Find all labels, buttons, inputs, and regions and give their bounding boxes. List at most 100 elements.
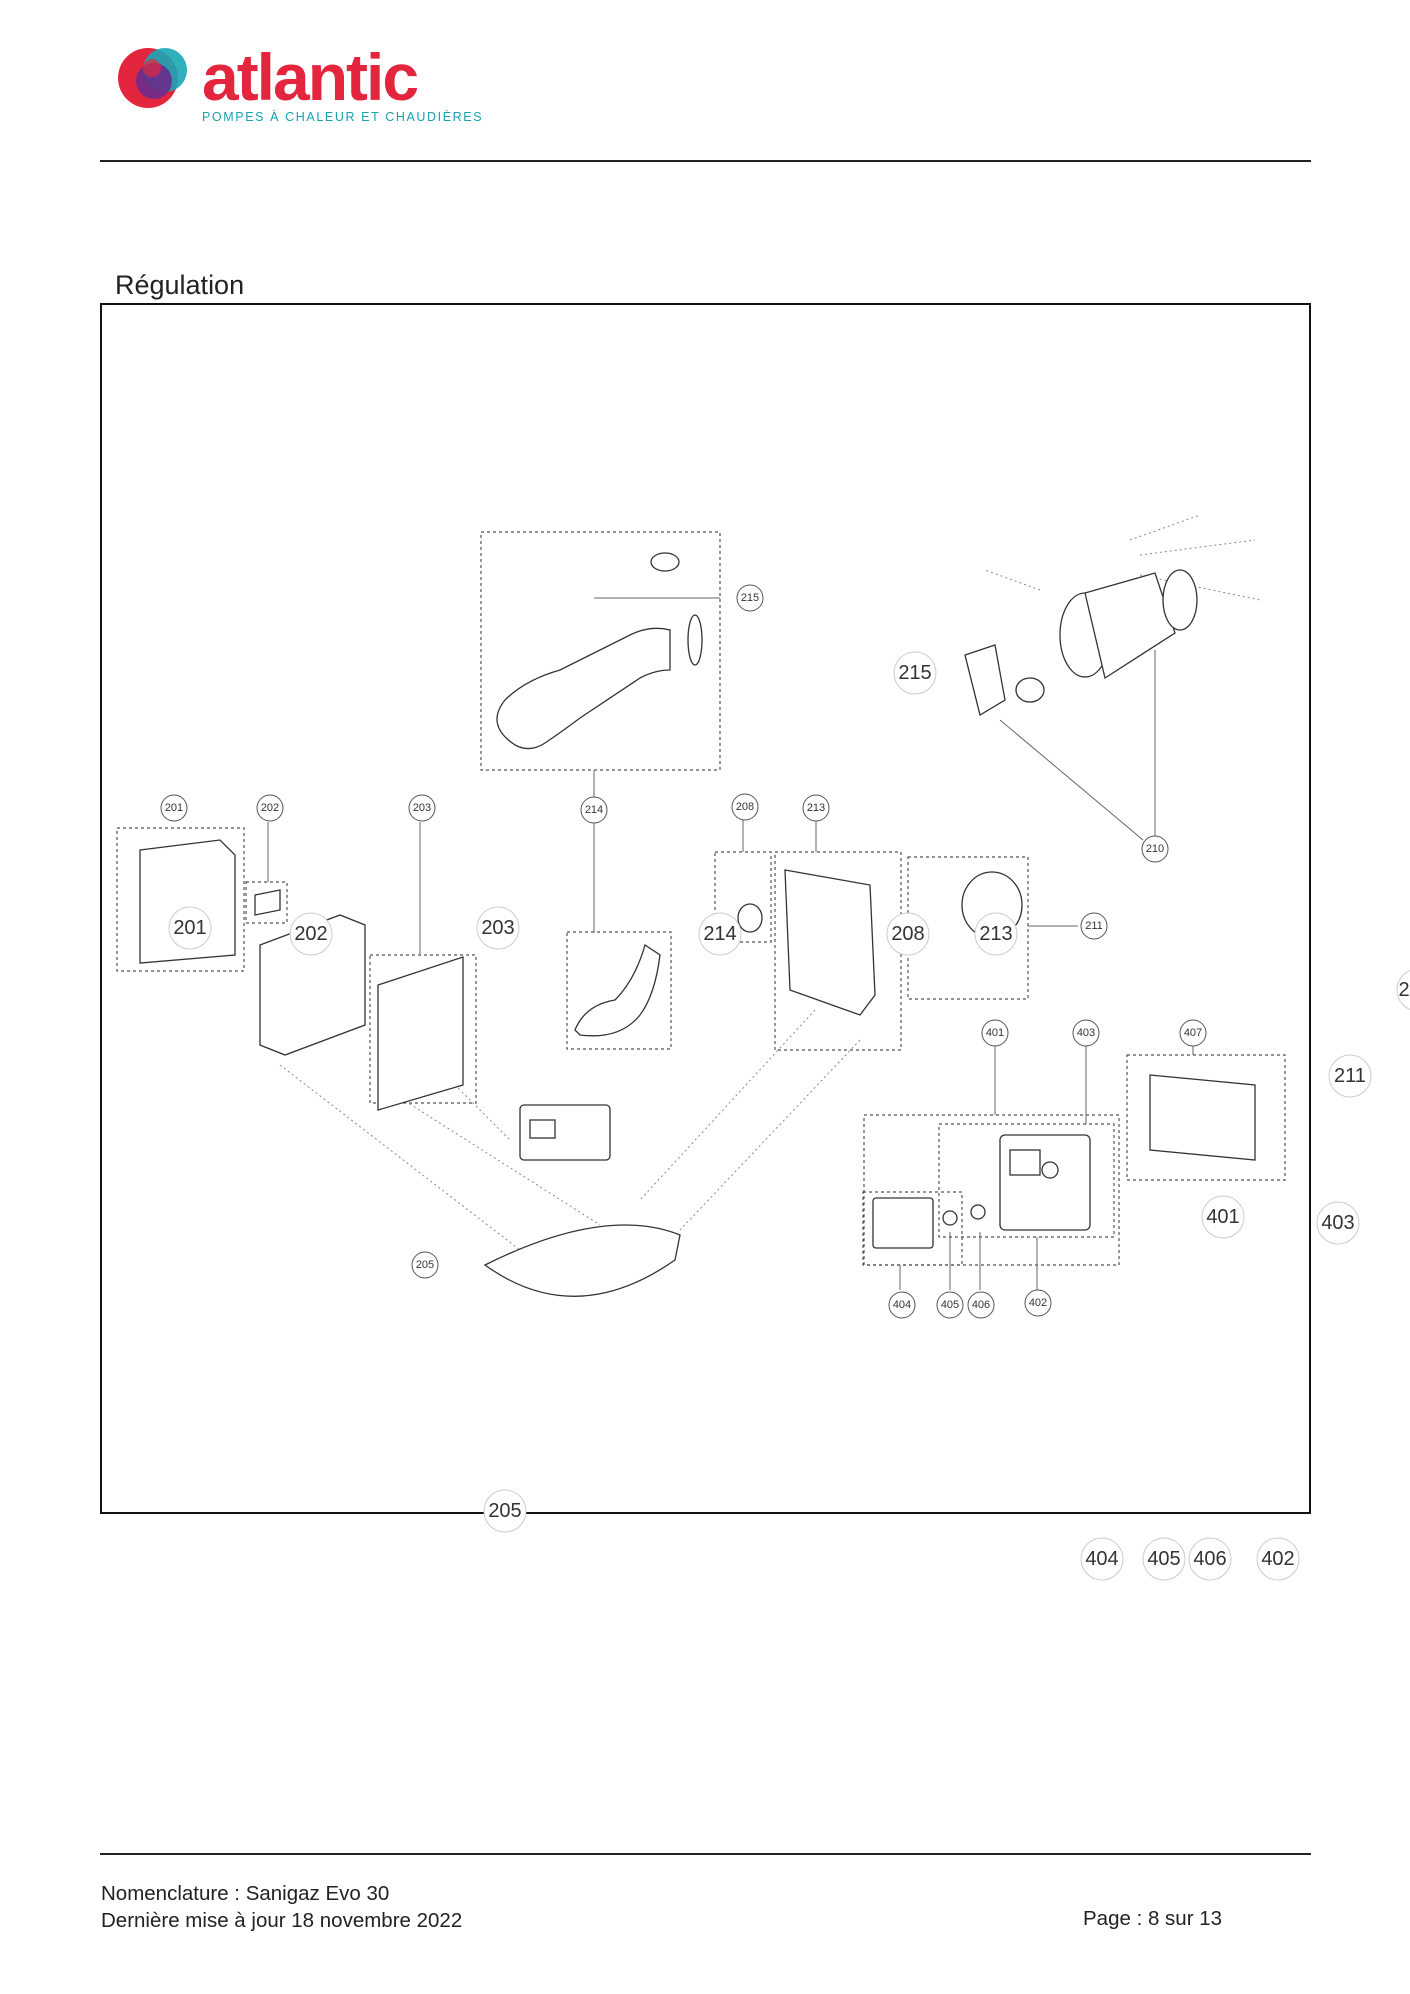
group-box-203 [369,954,477,1104]
callout-small-405: 405 [936,1291,964,1319]
svg-text:405: 405 [1147,1548,1180,1570]
callout-small-401: 401 [981,1019,1009,1047]
footer-info: Nomenclature : Sanigaz Evo 30 Dernière m… [101,1880,462,1934]
svg-text:201: 201 [165,802,183,814]
callout-small-402: 402 [1024,1289,1052,1317]
door-panel-icon [377,956,464,1111]
display-screen-icon [529,1119,556,1139]
footer-divider [100,1853,1311,1855]
svg-text:402: 402 [1261,1548,1294,1570]
callout-large-201: 201 [168,906,212,950]
group-box-404 [862,1191,963,1266]
callout-large-202: 202 [289,912,333,956]
callout-large-402: 402 [1256,1537,1300,1581]
base-plate-icon [483,1224,681,1297]
svg-text:215: 215 [741,592,759,604]
mounting-plate-icon [784,869,876,1016]
logo-tagline: POMPES À CHALEUR ET CHAUDIÈRES [202,110,484,124]
gasket-icon [1162,569,1198,631]
small-callouts: 201 202 203 214 208 213 215 210 211 401 … [160,584,1207,1319]
control-box-icon [259,914,366,1056]
mounting-frame-icon [1149,1074,1256,1161]
knob-406-icon [970,1204,986,1220]
page-number: Page : 8 sur 13 [1083,1907,1223,1930]
atlantic-logo: atlantic POMPES À CHALEUR ET CHAUDIÈRES [110,38,490,133]
group-box-202 [245,881,288,924]
clamp-ring-icon [650,552,680,572]
logo-wordmark: atlantic [202,40,419,114]
diagram-frame [100,303,1311,1514]
group-box-215 [480,531,721,771]
callout-small-203: 203 [408,794,436,822]
casing-cover-icon [139,839,236,964]
callout-small-215: 215 [736,584,764,612]
svg-text:201: 201 [173,917,206,939]
footer-nomenclature: Nomenclature : Sanigaz Evo 30 [101,1882,390,1905]
group-boxes [116,531,1286,1266]
svg-text:403: 403 [1077,1027,1095,1039]
svg-text:202: 202 [261,802,279,814]
group-box-407 [1126,1054,1286,1181]
callout-small-406: 406 [967,1291,995,1319]
atlantic-logo-mark-icon [118,48,187,108]
callout-large-208: 208 [886,912,930,956]
svg-text:213: 213 [807,802,825,814]
svg-text:203: 203 [413,802,431,814]
svg-text:213: 213 [979,923,1012,945]
callout-large-214: 214 [698,912,742,956]
callout-large-406: 406 [1188,1537,1232,1581]
svg-text:214: 214 [703,923,736,945]
assembly-lines [279,514,1261,1251]
seal-icon [687,614,703,666]
callout-small-214: 214 [580,796,608,824]
callout-small-407: 407 [1179,1019,1207,1047]
burner-body-icon [1084,572,1176,680]
duct-piece-icon [574,943,661,1037]
svg-text:2: 2 [1398,979,1409,1001]
callout-small-210: 210 [1141,835,1169,863]
header-divider [100,160,1311,162]
svg-text:404: 404 [893,1299,911,1311]
callout-large-213: 213 [974,912,1018,956]
callout-large-401: 401 [1201,1195,1245,1239]
svg-text:215: 215 [898,662,931,684]
bracket-icon [254,889,281,916]
sensor-icon [737,903,763,933]
svg-text:403: 403 [1321,1212,1354,1234]
large-callouts: 201 202 203 214 208 213 215 211 401 403 … [168,651,1410,1581]
svg-text:404: 404 [1085,1548,1118,1570]
callout-large-215: 215 [893,651,937,695]
callout-large-405: 405 [1142,1537,1186,1581]
svg-text:202: 202 [294,923,327,945]
controller-screen-icon [1009,1149,1041,1176]
display-unit-icon [519,1104,611,1161]
elbow-duct-icon [496,627,671,750]
svg-text:405: 405 [941,1299,959,1311]
svg-text:402: 402 [1029,1297,1047,1309]
svg-text:401: 401 [1206,1206,1239,1228]
controller-frame-icon [999,1134,1091,1231]
svg-text:205: 205 [416,1259,434,1271]
svg-text:203: 203 [481,917,514,939]
pcb-module-icon [872,1197,934,1249]
svg-text:211: 211 [1334,1065,1366,1087]
callout-small-213: 213 [802,794,830,822]
svg-text:407: 407 [1184,1027,1202,1039]
callout-truncated: 2 [1396,970,1410,1010]
callout-large-404: 404 [1080,1537,1124,1581]
callout-small-205: 205 [411,1251,439,1279]
callout-small-208: 208 [731,793,759,821]
callout-large-203: 203 [476,906,520,950]
svg-text:406: 406 [972,1299,990,1311]
footer-last-update: Dernière mise à jour 18 novembre 2022 [101,1909,463,1932]
callout-large-205: 205 [483,1489,527,1533]
svg-text:406: 406 [1193,1548,1226,1570]
controller-knob-icon [1041,1161,1059,1179]
group-box-208 [714,851,772,943]
svg-text:211: 211 [1085,920,1103,932]
svg-text:214: 214 [585,804,603,816]
callout-small-404: 404 [888,1291,916,1319]
callout-small-403: 403 [1072,1019,1100,1047]
callout-large-211: 211 [1328,1054,1372,1098]
